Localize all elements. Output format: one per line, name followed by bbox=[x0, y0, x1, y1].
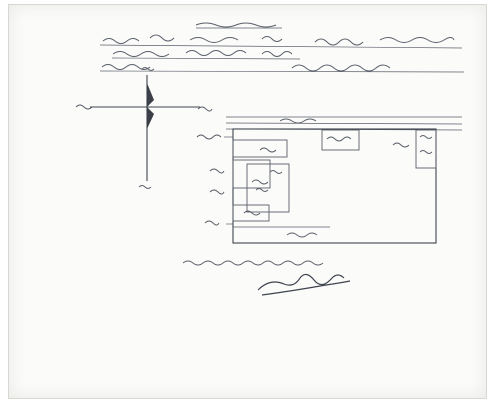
label-scribble-left-4 bbox=[204, 220, 220, 226]
road-label-scribble bbox=[279, 118, 317, 124]
header-line-1-scribble bbox=[102, 34, 455, 46]
compass-south-label-scribble bbox=[138, 185, 152, 189]
label-scribble-block-center bbox=[251, 170, 283, 192]
header-block bbox=[99, 22, 465, 73]
compass-rose bbox=[75, 67, 213, 189]
parcel-boundary bbox=[232, 128, 437, 244]
parcel-block-top-middle bbox=[321, 129, 360, 151]
road-line-2 bbox=[225, 122, 463, 125]
parcel-block-top-right bbox=[415, 129, 437, 169]
footer-note-scribble bbox=[182, 260, 324, 266]
header-line-3-rule bbox=[99, 70, 465, 73]
header-line-3-scribble bbox=[101, 64, 391, 72]
label-scribble-left-2 bbox=[209, 168, 225, 174]
compass-south-arrow bbox=[147, 107, 154, 129]
label-scribble-block-top-right bbox=[392, 135, 433, 154]
signature-stroke bbox=[257, 273, 351, 296]
compass-north-label-scribble bbox=[141, 67, 155, 71]
footer-block bbox=[182, 260, 351, 296]
scanned-sheet bbox=[8, 4, 487, 399]
compass-north-arrow bbox=[147, 83, 154, 107]
header-line-2-rule bbox=[111, 57, 301, 60]
label-scribble-left-3 bbox=[209, 189, 225, 195]
parcel-block-left-lower bbox=[232, 204, 270, 222]
label-scribble-block-left-upper bbox=[259, 147, 277, 153]
label-scribble-block-top-middle bbox=[326, 136, 352, 142]
header-title-scribble bbox=[195, 22, 277, 28]
compass-west-label-scribble bbox=[75, 104, 93, 110]
label-scribble-block-left-lower bbox=[243, 210, 261, 216]
label-scribble-left-1 bbox=[196, 134, 222, 140]
parcel-block-left-upper bbox=[232, 139, 288, 158]
parcel-block-left-middle bbox=[232, 159, 271, 189]
header-line-1-rule bbox=[99, 44, 463, 49]
compass-east-label-scribble bbox=[197, 106, 213, 112]
header-line-2-scribble bbox=[112, 50, 293, 57]
plot-plan bbox=[196, 116, 463, 244]
label-scribble-bottom bbox=[286, 232, 318, 238]
